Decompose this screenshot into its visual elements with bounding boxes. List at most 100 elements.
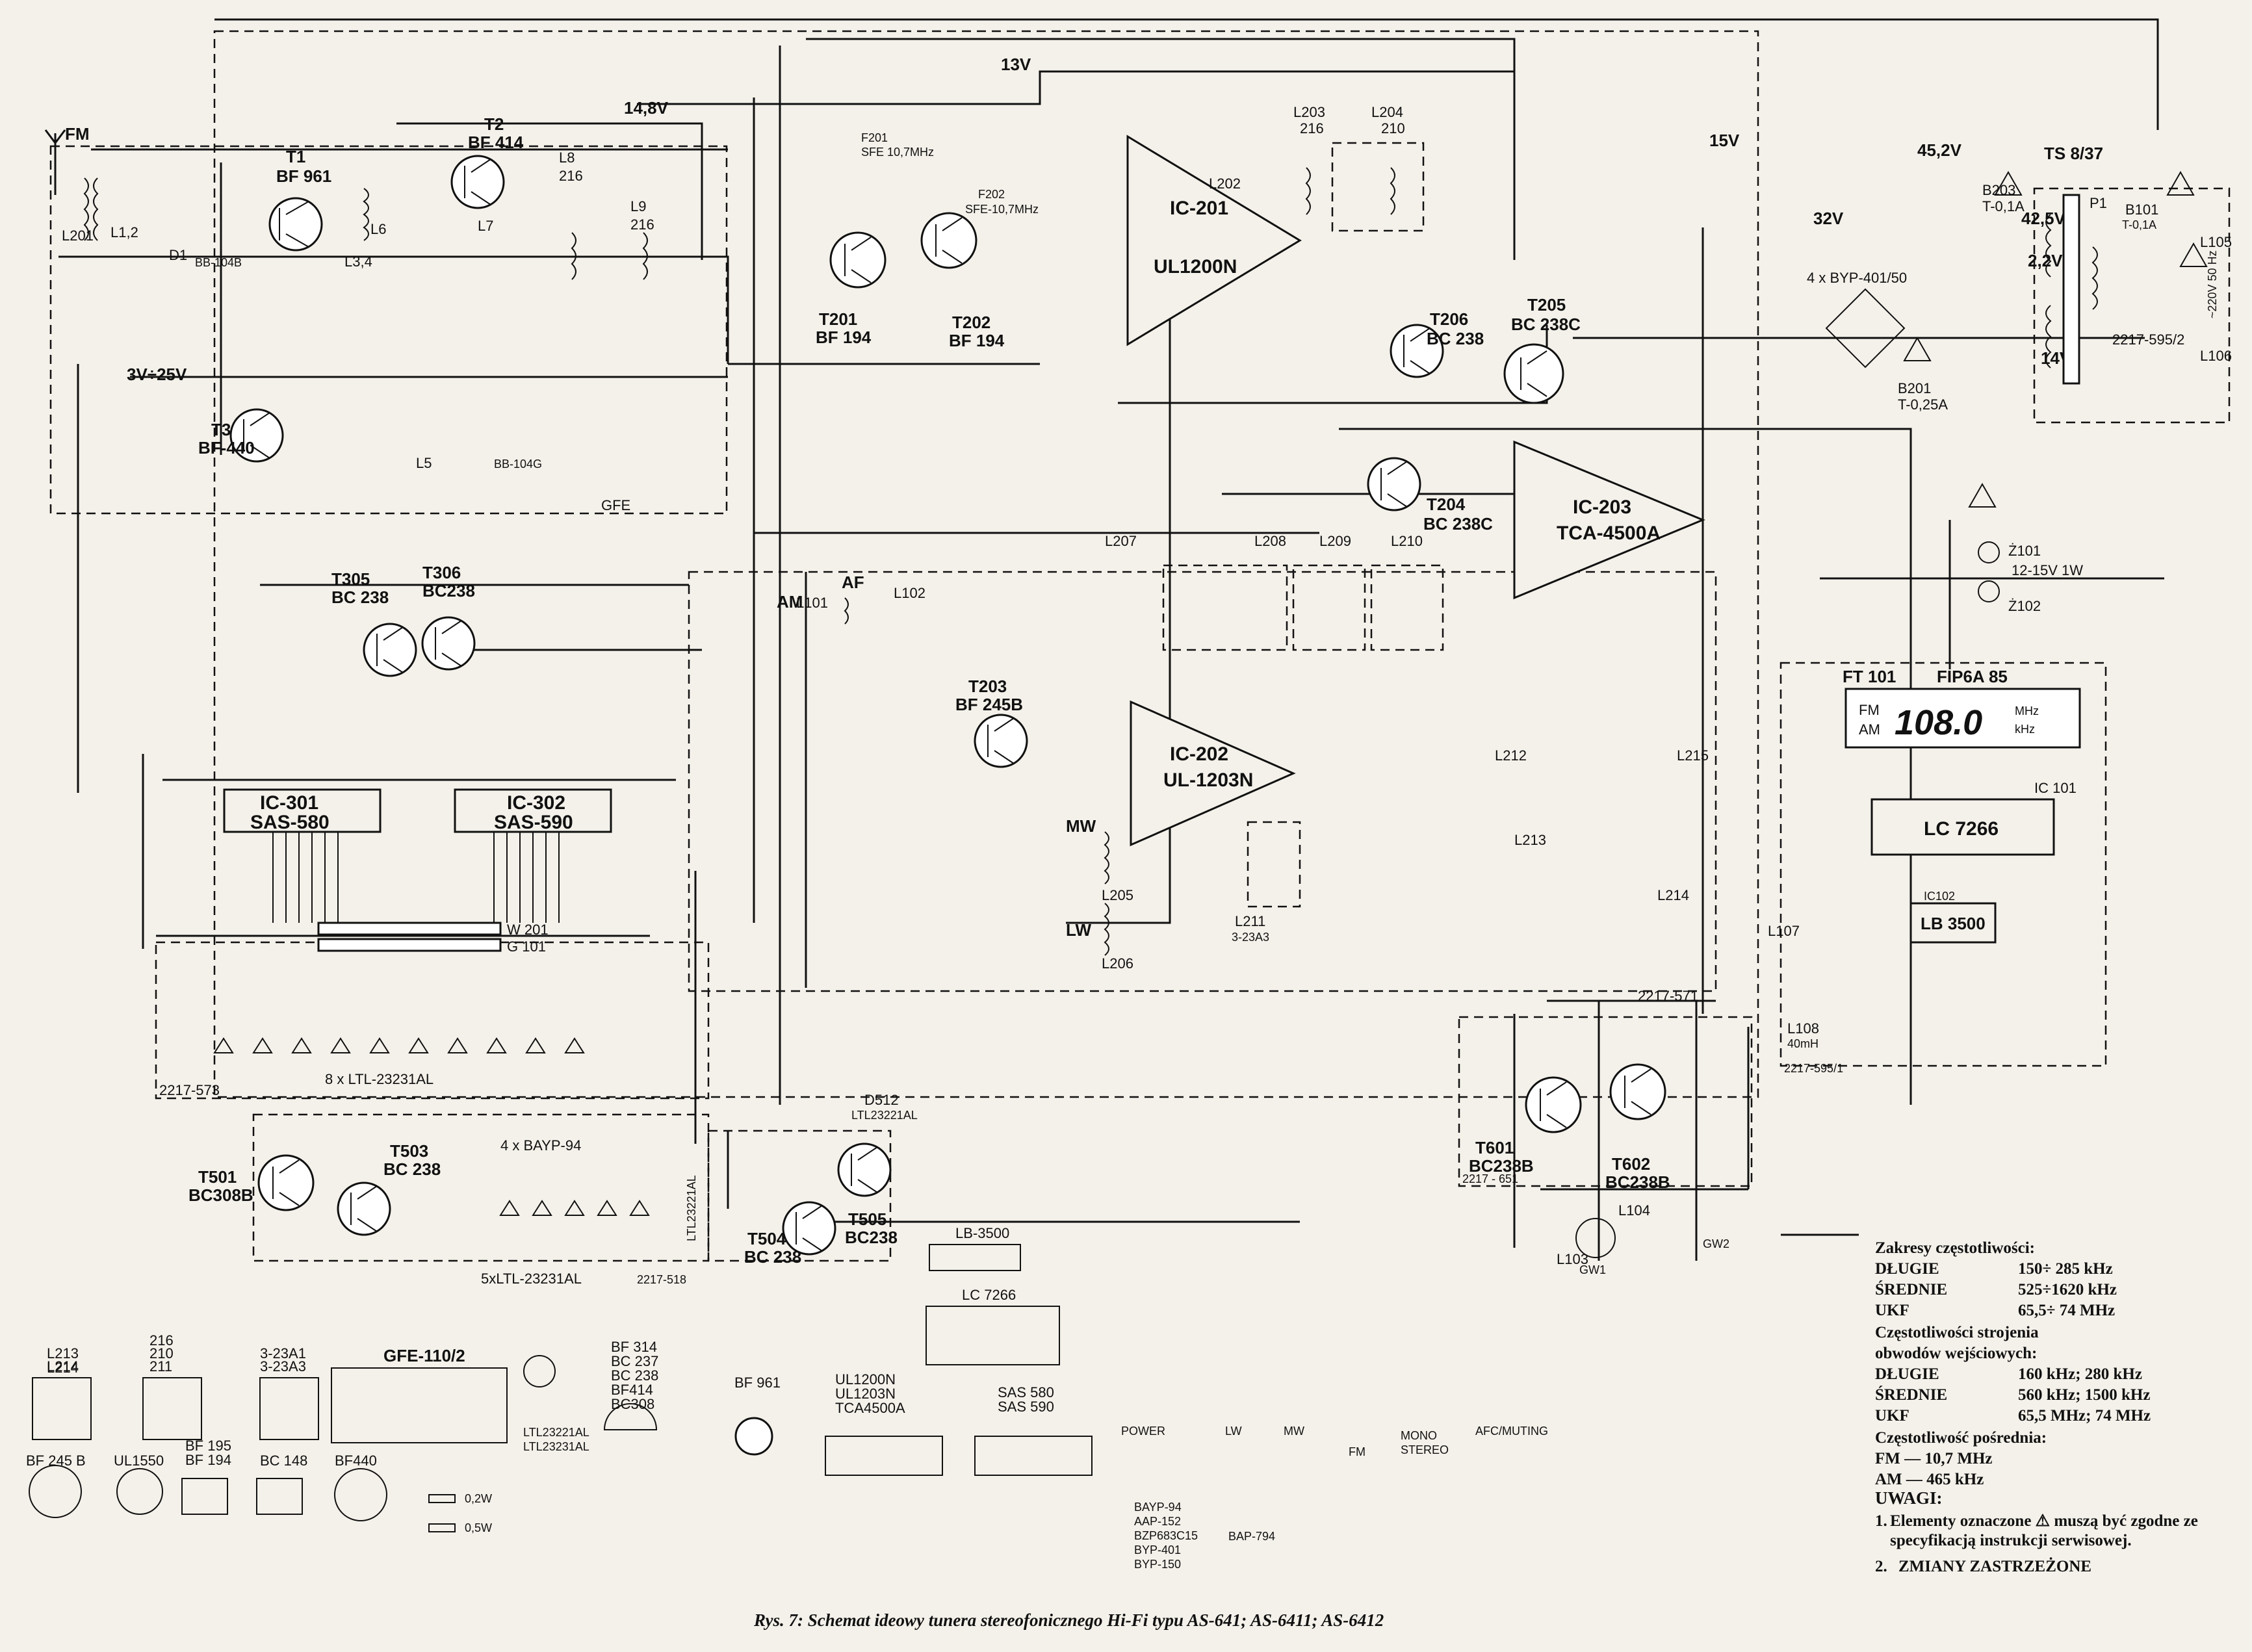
svg-text:2217-571: 2217-571 [1638, 988, 1698, 1004]
bf245-package-icon [29, 1465, 82, 1518]
svg-text:T203: T203 [968, 677, 1007, 696]
ic101-pll [1870, 798, 2055, 856]
svg-text:FIP6A 85: FIP6A 85 [1937, 667, 2008, 686]
svg-text:L214: L214 [47, 1358, 79, 1375]
svg-text:GW2: GW2 [1703, 1237, 1729, 1250]
svg-text:SAS-590: SAS-590 [494, 812, 573, 833]
transistor-t1 [268, 197, 323, 252]
svg-text:L203: L203 [1293, 104, 1325, 120]
svg-text:45,2V: 45,2V [1917, 140, 1962, 160]
coil-l201 [83, 177, 89, 241]
svg-text:L6: L6 [370, 221, 386, 237]
svg-text:BC 238: BC 238 [331, 587, 389, 607]
svg-text:L201: L201 [62, 227, 94, 244]
svg-text:UL-1203N: UL-1203N [1163, 769, 1253, 791]
svg-text:SFE 10,7MHz: SFE 10,7MHz [861, 146, 934, 159]
lb3500-package-icon [929, 1244, 1021, 1271]
transistor-t502 [337, 1181, 391, 1236]
ic302 [454, 788, 612, 833]
tuning-key: ŚREDNIE [1875, 1386, 1948, 1404]
fm-input-label: FM [65, 124, 90, 144]
svg-text:UL1200N: UL1200N [1154, 256, 1237, 277]
if-row: AM — 465 kHz [1875, 1469, 2239, 1490]
ic203-decoder [1513, 440, 1705, 600]
svg-text:SAS-580: SAS-580 [250, 812, 330, 833]
svg-text:L5: L5 [416, 455, 432, 471]
remark-text: Elementy oznaczone ⚠ muszą być zgodne ze… [1890, 1512, 2198, 1549]
antenna-icon [44, 129, 66, 195]
if-key: FM — 10,7 MHz [1875, 1450, 1993, 1467]
svg-text:IC-203: IC-203 [1573, 497, 1631, 518]
svg-text:T204: T204 [1427, 495, 1466, 514]
svg-text:T306: T306 [422, 563, 461, 582]
svg-text:216: 216 [149, 1332, 174, 1349]
svg-text:kHz: kHz [2015, 723, 2035, 736]
svg-text:T504: T504 [747, 1229, 786, 1248]
svg-text:IC-302: IC-302 [507, 792, 565, 814]
svg-text:T-0,25A: T-0,25A [1898, 396, 1948, 413]
svg-text:8 x LTL-23231AL: 8 x LTL-23231AL [325, 1071, 434, 1087]
svg-text:2217-595/1: 2217-595/1 [1784, 1062, 1843, 1075]
svg-text:L207: L207 [1105, 533, 1137, 549]
svg-text:~220V 50 Hz: ~220V 50 Hz [2206, 250, 2219, 318]
transistor-t306 [421, 616, 476, 671]
svg-text:5xLTL-23231AL: 5xLTL-23231AL [481, 1271, 582, 1287]
svg-text:T601: T601 [1475, 1138, 1514, 1157]
svg-text:T206: T206 [1430, 309, 1468, 329]
connector-g101 [317, 938, 502, 952]
svg-text:T-0,1A: T-0,1A [1982, 198, 2025, 214]
remark-item: 2.ZMIANY ZASTRZEŻONE [1875, 1557, 2246, 1577]
svg-text:BAP-794: BAP-794 [1228, 1530, 1275, 1543]
remark-item: 1.Elementy oznaczone ⚠ muszą być zgodne … [1875, 1512, 2246, 1551]
indicator-frame [252, 1113, 710, 1262]
svg-text:LTL23221AL: LTL23221AL [685, 1175, 698, 1241]
if-row: FM — 10,7 MHz [1875, 1449, 2239, 1469]
led-bar [213, 1037, 585, 1053]
transistor-t501 [257, 1154, 315, 1211]
svg-text:210: 210 [149, 1345, 174, 1362]
lamp-icon [1978, 580, 2000, 602]
svg-text:T-0,1A: T-0,1A [2122, 218, 2156, 231]
svg-text:L214: L214 [1657, 887, 1689, 903]
svg-text:3V÷25V: 3V÷25V [127, 365, 187, 384]
bf440-package-icon [334, 1468, 387, 1521]
am-if-frame [688, 571, 1717, 992]
svg-text:TS 8/37: TS 8/37 [2044, 144, 2103, 163]
svg-text:3-23A1: 3-23A1 [260, 1345, 306, 1362]
svg-text:BC 238: BC 238 [744, 1247, 801, 1267]
svg-text:L102: L102 [894, 585, 925, 601]
svg-text:UL1550: UL1550 [114, 1452, 164, 1469]
svg-text:G 101: G 101 [507, 938, 546, 955]
am-section: AM AF L101 L102 T203 BF 245B IC-202 UL-1… [777, 533, 1698, 1004]
lamp-icon [1978, 541, 2000, 563]
svg-text:IC-202: IC-202 [1170, 743, 1228, 765]
range-key: DŁUGIE [1875, 1260, 1939, 1278]
svg-text:LW: LW [1066, 920, 1091, 940]
transistor-t602 [1609, 1063, 1666, 1120]
ul1550-package-icon [116, 1468, 163, 1515]
range-key: ŚREDNIE [1875, 1281, 1948, 1298]
svg-text:FT 101: FT 101 [1843, 667, 1896, 686]
svg-text:F202: F202 [978, 188, 1005, 201]
svg-text:BF-440: BF-440 [198, 438, 255, 458]
if-title: Częstotliwość pośrednia: [1875, 1429, 2047, 1447]
svg-text:BC238B: BC238B [1469, 1156, 1534, 1176]
svg-text:12-15V 1W: 12-15V 1W [2012, 562, 2083, 578]
transistor-t601 [1525, 1076, 1582, 1133]
warning-icon [2179, 242, 2208, 267]
transformer-core [2062, 194, 2080, 385]
range-key: UKF [1875, 1302, 1909, 1319]
svg-text:LB-3500: LB-3500 [955, 1225, 1009, 1241]
svg-text:216: 216 [559, 168, 583, 184]
lc7266-package-icon [925, 1306, 1060, 1365]
svg-text:L212: L212 [1495, 747, 1527, 764]
